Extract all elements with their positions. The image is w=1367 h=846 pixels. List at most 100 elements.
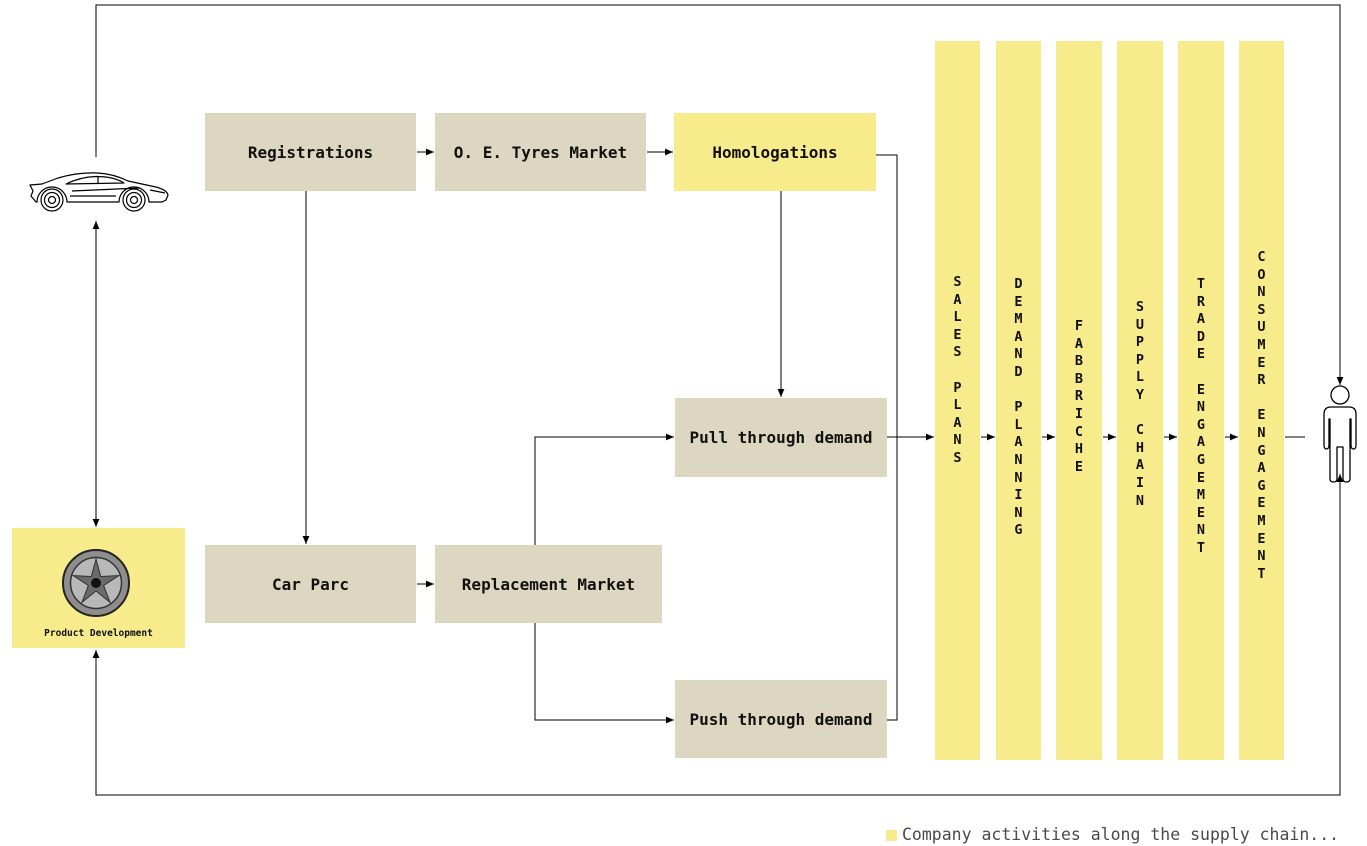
stage-label-letter: M	[1257, 512, 1266, 529]
stage-label-letter: A	[1135, 457, 1145, 474]
stage-label-letter: G	[1014, 522, 1023, 539]
oe-tyres-market-label: O. E. Tyres Market	[453, 142, 628, 162]
stage-label-letter: M	[1014, 311, 1023, 328]
stage-label-letter: H	[1135, 439, 1145, 456]
stage-label-letter: I	[1074, 405, 1084, 422]
stage-label-letter: R	[1074, 388, 1084, 405]
stage-label-letter: G	[1257, 442, 1266, 459]
stage-label-letter	[996, 382, 1041, 400]
stage-label-letter: A	[1196, 434, 1206, 451]
stage-label-letter: N	[1014, 346, 1023, 363]
stage-label-letter: S	[953, 449, 962, 466]
stage-label-letter: N	[1014, 451, 1023, 468]
stage-label-letter: L	[953, 397, 962, 414]
stage-label-letter	[1178, 364, 1224, 382]
stage-label-letter: E	[1196, 381, 1206, 398]
car-parc-box: Car Parc	[205, 545, 416, 623]
stage-label-letter: R	[1257, 372, 1266, 389]
stage-label-letter: B	[1074, 353, 1084, 370]
stage-label-letter: G	[1257, 477, 1266, 494]
stage-label-letter: D	[1196, 328, 1206, 345]
stage-label-letter: E	[1196, 346, 1206, 363]
stage-label-letter: L	[1014, 416, 1023, 433]
stage-label-letter: U	[1257, 319, 1266, 336]
stage-label-letter: S	[1135, 299, 1145, 315]
stage-label-letter: M	[1257, 336, 1266, 353]
stage-label-letter: D	[1014, 276, 1023, 292]
legend-label: Company activities along the supply chai…	[902, 825, 1340, 844]
stage-label-letter: D	[1014, 363, 1023, 380]
stage-label-letter: E	[1196, 504, 1206, 521]
stage-label-letter: L	[953, 309, 962, 326]
stage-label-letter: E	[1257, 495, 1266, 512]
stage-label-letter: U	[1135, 316, 1145, 333]
stage-label-letter: N	[1014, 504, 1023, 521]
stage-label-letter: P	[1135, 351, 1145, 368]
stage-label-letter: E	[953, 326, 962, 343]
registrations-label: Registrations	[247, 142, 374, 162]
stage-label-letter: R	[1196, 293, 1206, 310]
stage-label-letter: A	[1196, 311, 1206, 328]
stage-label-letter: A	[953, 291, 962, 308]
tyre-wheel-icon	[62, 549, 130, 617]
stage-label-letter: N	[1196, 399, 1206, 416]
registrations-box: Registrations	[205, 113, 416, 191]
stage-label-letter: E	[1196, 469, 1206, 486]
stage-label-letter: F	[1074, 318, 1084, 334]
push-through-demand-label: Push through demand	[689, 709, 873, 729]
stage-label-letter: P	[1135, 334, 1145, 351]
homologations-label: Homologations	[712, 142, 838, 162]
stage-label-letter: T	[1257, 565, 1266, 582]
legend-swatch	[886, 829, 897, 841]
product-development-label: Product Development	[44, 628, 153, 639]
stage-label-letter: O	[1257, 266, 1266, 283]
stage-label-letter: C	[1135, 422, 1145, 439]
stage-label-letter: N	[1257, 284, 1266, 301]
product-development-box: Product Development	[12, 528, 185, 648]
stage-label-letter: B	[1074, 370, 1084, 387]
push-through-demand-box: Push through demand	[675, 680, 887, 758]
stage-label-letter: N	[1257, 548, 1266, 565]
stage-label-letter: A	[1074, 335, 1084, 352]
stage-label-letter: P	[1014, 399, 1023, 416]
stage-label-letter: Y	[1135, 386, 1145, 403]
stage-label-letter	[1239, 390, 1284, 408]
stage-label-letter: S	[1257, 301, 1266, 318]
legend: Company activities along the supply chai…	[886, 826, 1339, 844]
stage-label-letter: E	[1074, 458, 1084, 475]
stage-label-letter: S	[953, 344, 962, 361]
replacement-market-label: Replacement Market	[461, 574, 636, 594]
stage-label-letter: T	[1196, 539, 1206, 556]
car-parc-label: Car Parc	[271, 574, 350, 594]
stage-label-letter: L	[1135, 369, 1145, 386]
stage-label-letter: C	[1074, 423, 1084, 440]
stage-label-letter: P	[953, 379, 962, 396]
stage-label-letter: A	[953, 414, 962, 431]
arrow-replacement-to-pull-demand	[534, 433, 674, 545]
stage-label-letter: T	[1196, 276, 1206, 292]
stage-label-letter: E	[1257, 530, 1266, 547]
stage-label-letter: A	[1014, 328, 1023, 345]
stage-label-letter: H	[1074, 441, 1084, 458]
replacement-market-box: Replacement Market	[435, 545, 662, 623]
stage-label-letter: N	[953, 432, 962, 449]
stage-label-letter: E	[1014, 293, 1023, 310]
stage-label-letter: I	[1135, 474, 1145, 491]
stage-label-letter: N	[1257, 424, 1266, 441]
stage-label-letter: S	[953, 274, 962, 290]
stage-label-letter: A	[1257, 460, 1266, 477]
stage-label-letter: N	[1196, 522, 1206, 539]
stage-label-letter: M	[1196, 487, 1206, 504]
homologations-box: Homologations	[674, 113, 876, 191]
